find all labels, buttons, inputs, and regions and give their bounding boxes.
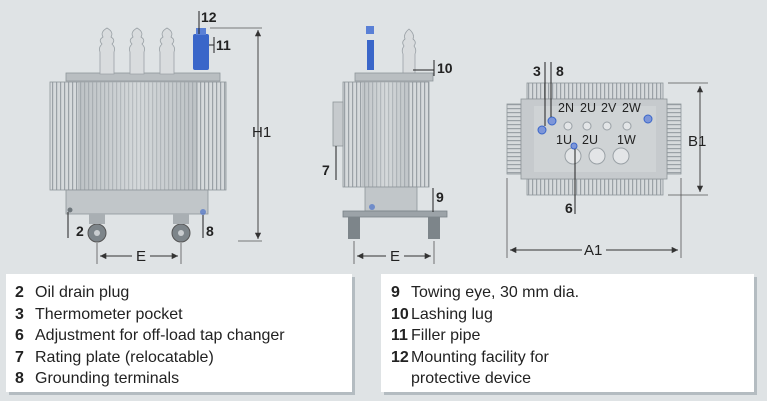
legend-number: 7 xyxy=(15,348,24,366)
label-e-front: E xyxy=(136,248,146,265)
label-8-front: 8 xyxy=(206,223,214,239)
legend-text: Mounting facility for protective device xyxy=(411,348,549,388)
legend-text: Thermometer pocket xyxy=(35,305,183,323)
legend-number: 3 xyxy=(15,305,24,323)
legend-item: 3 Thermometer pocket xyxy=(15,304,352,326)
terminal-2n: 2N xyxy=(558,101,574,115)
label-3: 3 xyxy=(533,63,541,79)
legend-item: 6 Adjustment for off-load tap changer xyxy=(15,325,352,347)
legend-item: 7 Rating plate (relocatable) xyxy=(15,347,352,369)
label-a1: A1 xyxy=(584,242,602,259)
terminal-1w: 1W xyxy=(617,133,636,147)
legend-item: 8 Grounding terminals xyxy=(15,368,352,390)
legend-text: Grounding terminals xyxy=(35,370,180,387)
terminal-2u-low: 2U xyxy=(582,133,598,147)
legend-number: 10 xyxy=(391,305,409,323)
legend-left: 2 Oil drain plug 3 Thermometer pocket 6 Adj… xyxy=(6,274,352,392)
side-view xyxy=(332,26,448,239)
legend-text: Rating plate (relocatable) xyxy=(35,348,214,366)
terminal-2w: 2W xyxy=(622,101,641,115)
label-10: 10 xyxy=(437,60,453,76)
transformer-diagram: H1 E 12 11 2 8 10 7 xyxy=(49,9,708,265)
label-7: 7 xyxy=(322,162,330,178)
terminal-2v: 2V xyxy=(601,101,617,115)
label-8-top: 8 xyxy=(556,63,564,79)
terminal-1u: 1U xyxy=(556,133,572,147)
legend-item: 9 Towing eye, 30 mm dia. xyxy=(391,282,754,304)
terminal-2u: 2U xyxy=(580,101,596,115)
legend-text: Towing eye, 30 mm dia. xyxy=(411,284,580,301)
label-9: 9 xyxy=(436,189,444,205)
legend-text: Lashing lug xyxy=(411,305,493,323)
legend-number: 8 xyxy=(15,370,24,387)
legend-text: Adjustment for off-load tap changer xyxy=(35,327,285,344)
legend-number: 11 xyxy=(391,327,408,344)
legend-number: 2 xyxy=(15,284,24,301)
front-view xyxy=(49,27,227,243)
protective-device xyxy=(193,34,209,70)
label-e-side: E xyxy=(390,248,400,265)
legend-item: 2 Oil drain plug xyxy=(15,282,352,304)
legend-text: Oil drain plug xyxy=(35,284,130,301)
label-12: 12 xyxy=(201,9,217,25)
legend-text: Filler pipe xyxy=(411,327,481,344)
hv-bushings xyxy=(98,27,176,75)
label-11: 11 xyxy=(216,37,231,53)
legend-number: 6 xyxy=(15,327,24,344)
legend-number: 9 xyxy=(391,284,400,301)
label-2: 2 xyxy=(76,223,84,239)
top-view xyxy=(506,82,682,196)
legend-number: 12 xyxy=(391,348,409,366)
label-h1: H1 xyxy=(252,124,271,141)
label-6: 6 xyxy=(565,200,573,216)
label-b1: B1 xyxy=(688,133,706,150)
